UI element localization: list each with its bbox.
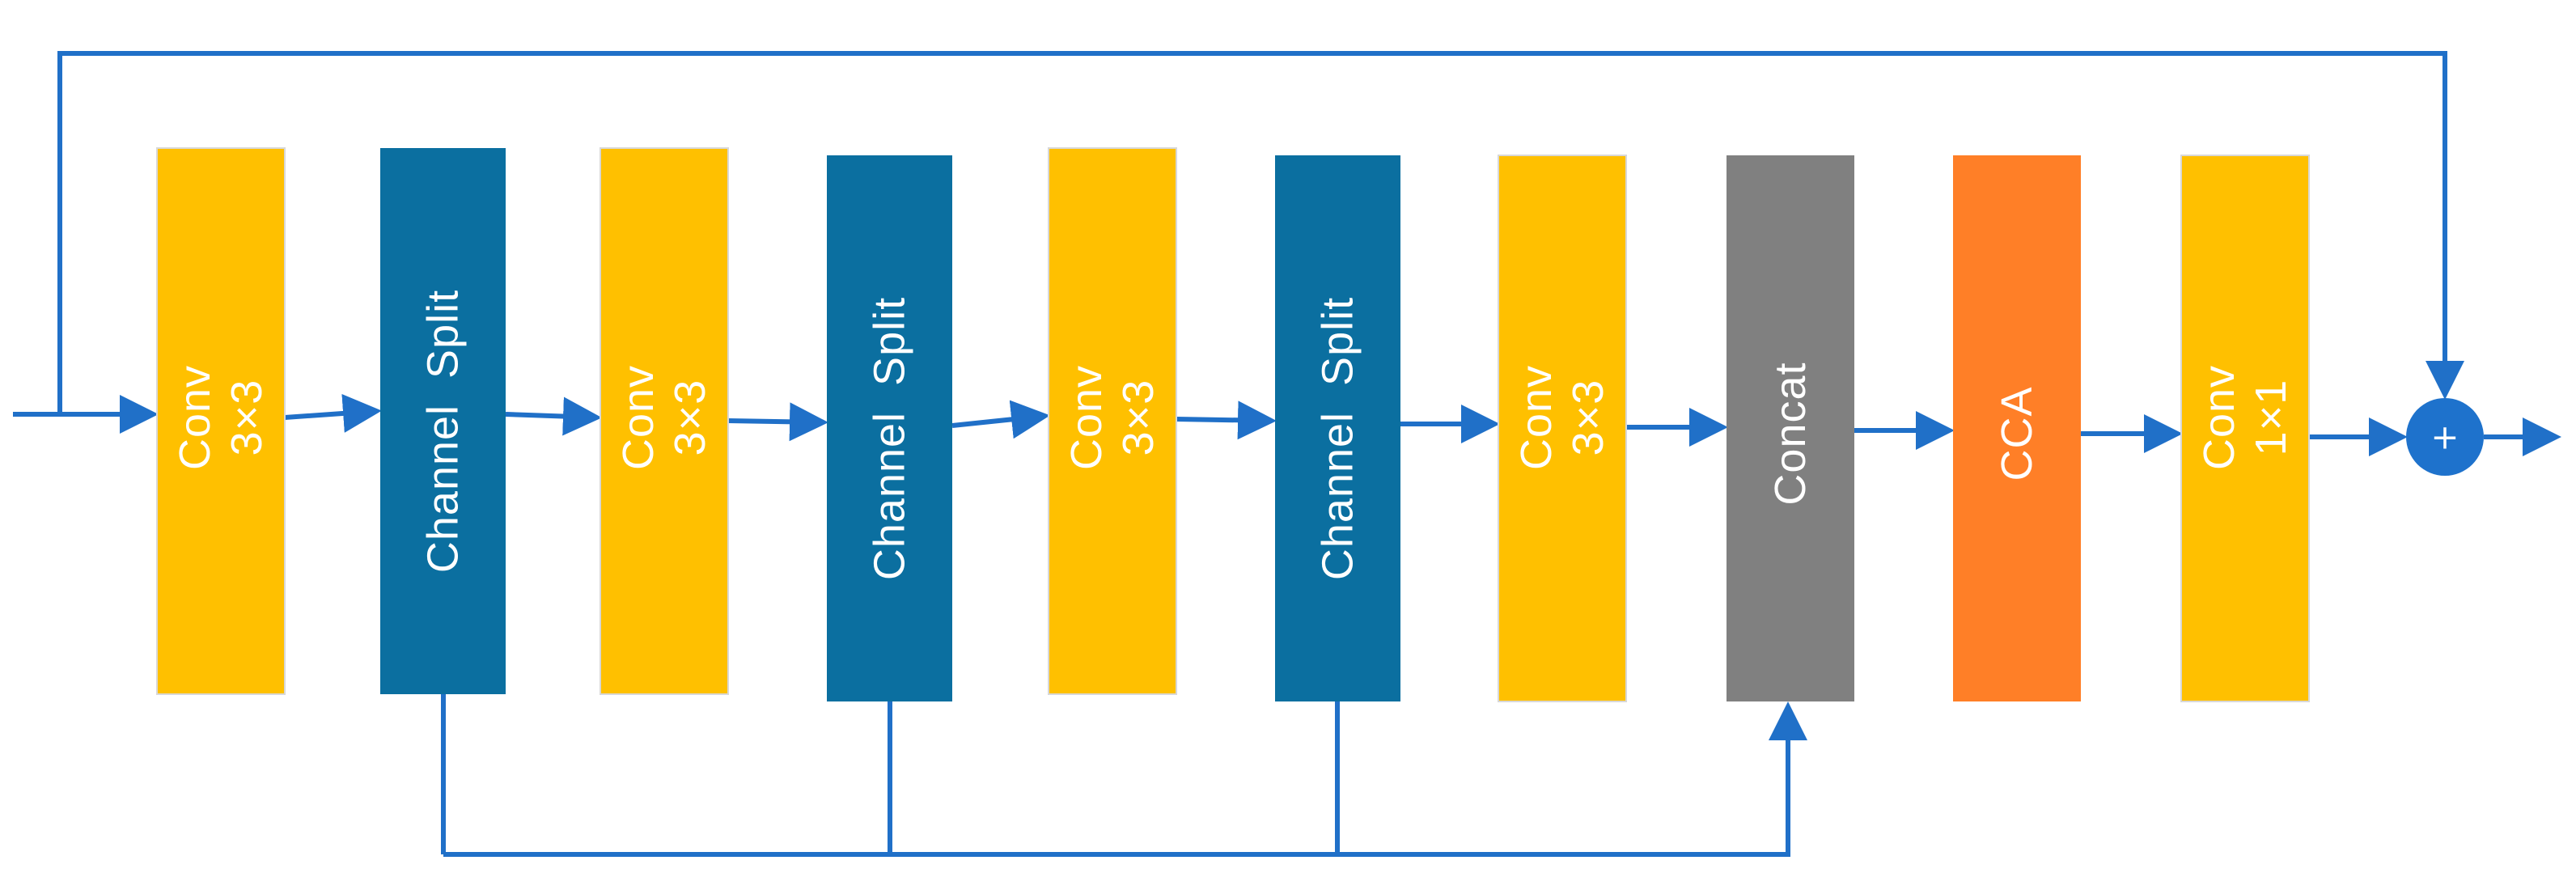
adder-circle	[2406, 398, 2484, 476]
conv-1-rect	[156, 147, 286, 695]
split-2-label-0: Channel Split	[866, 297, 914, 580]
conv-4-label-0: Conv	[1512, 365, 1561, 470]
conv-5-label-1: 1×1	[2247, 379, 2295, 456]
split-1-rect	[380, 148, 506, 694]
split-1-to-conv-2-arrow	[505, 396, 602, 436]
split-3-label-0: Channel Split	[1314, 297, 1362, 580]
cca-block: CCA	[1953, 155, 2081, 701]
conv-2-rect	[600, 147, 729, 695]
conv-2-to-split-2-arrow	[727, 402, 828, 442]
conv-4-label-1: 3×3	[1564, 379, 1612, 456]
split-2-block: Channel Split	[827, 155, 952, 701]
splits-to-concat-arrow	[443, 701, 1807, 857]
conv-5-rect	[2180, 155, 2310, 702]
concat-block: Concat	[1727, 155, 1854, 701]
conv-3-label-1: 3×3	[1114, 379, 1163, 456]
connectors	[13, 51, 2561, 857]
conv-2-label-0: Conv	[614, 365, 663, 470]
concat-rect	[1727, 155, 1854, 701]
concat-label-0: Concat	[1766, 362, 1815, 505]
adder-node: +	[2406, 398, 2484, 476]
split-2-rect	[827, 155, 952, 701]
conv-1-label-1: 3×3	[222, 379, 271, 456]
cca-label-0: CCA	[1993, 386, 2041, 481]
conv-2-label-1: 3×3	[666, 379, 714, 456]
split-3-rect	[1275, 155, 1400, 701]
conv-3-label-0: Conv	[1062, 365, 1111, 470]
conv-3-to-split-3-arrow	[1176, 400, 1277, 440]
split-3-block: Channel Split	[1275, 155, 1400, 701]
skip-connection-arrow	[57, 51, 2464, 414]
split-2-to-conv-3-arrow	[951, 400, 1050, 439]
split-1-label-0: Channel Split	[419, 290, 468, 573]
conv-1-to-split-1-arrow	[284, 393, 382, 433]
adder-plus-sign: +	[2430, 417, 2459, 457]
split-1-block: Channel Split	[380, 148, 506, 694]
conv-1-label-0: Conv	[171, 365, 219, 470]
conv-3-rect	[1048, 147, 1177, 695]
conv-4-rect	[1498, 155, 1627, 702]
cca-rect	[1953, 155, 2081, 701]
conv-5-label-0: Conv	[2195, 365, 2243, 470]
